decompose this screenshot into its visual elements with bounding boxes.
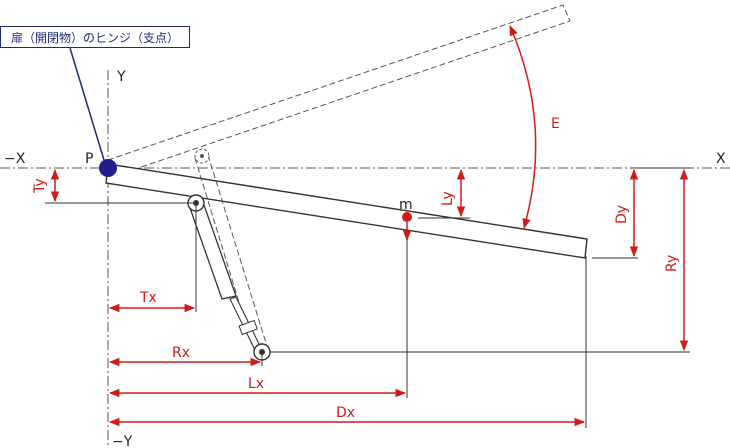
y-pos-label: Y (116, 69, 126, 85)
hinge-callout: 扉（開閉物）のヒンジ（支点） (0, 26, 190, 48)
ry-label: Ry (664, 255, 680, 272)
e-label: E (551, 116, 560, 132)
x-pos-label: X (716, 151, 726, 167)
y-neg-label: −Y (112, 434, 133, 448)
pivot-point-p (99, 159, 117, 177)
gas-strut-body (189, 204, 237, 300)
strut-open-edge-2 (207, 154, 267, 344)
tx-label: Tx (139, 290, 157, 306)
door-closed (105, 163, 588, 259)
dy-label: Dy (614, 205, 630, 224)
callout-leader (69, 47, 105, 161)
p-label: P (85, 151, 93, 167)
rx-label: Rx (172, 345, 190, 361)
lx-label: Lx (248, 376, 264, 392)
e-angle-arc (509, 25, 537, 230)
x-neg-label: −X (4, 151, 26, 167)
ly-label: Ly (440, 191, 456, 206)
ty-label: Ty (32, 178, 48, 194)
dx-label: Dx (336, 405, 355, 421)
mass-center (402, 212, 412, 222)
m-label: m (399, 197, 413, 213)
